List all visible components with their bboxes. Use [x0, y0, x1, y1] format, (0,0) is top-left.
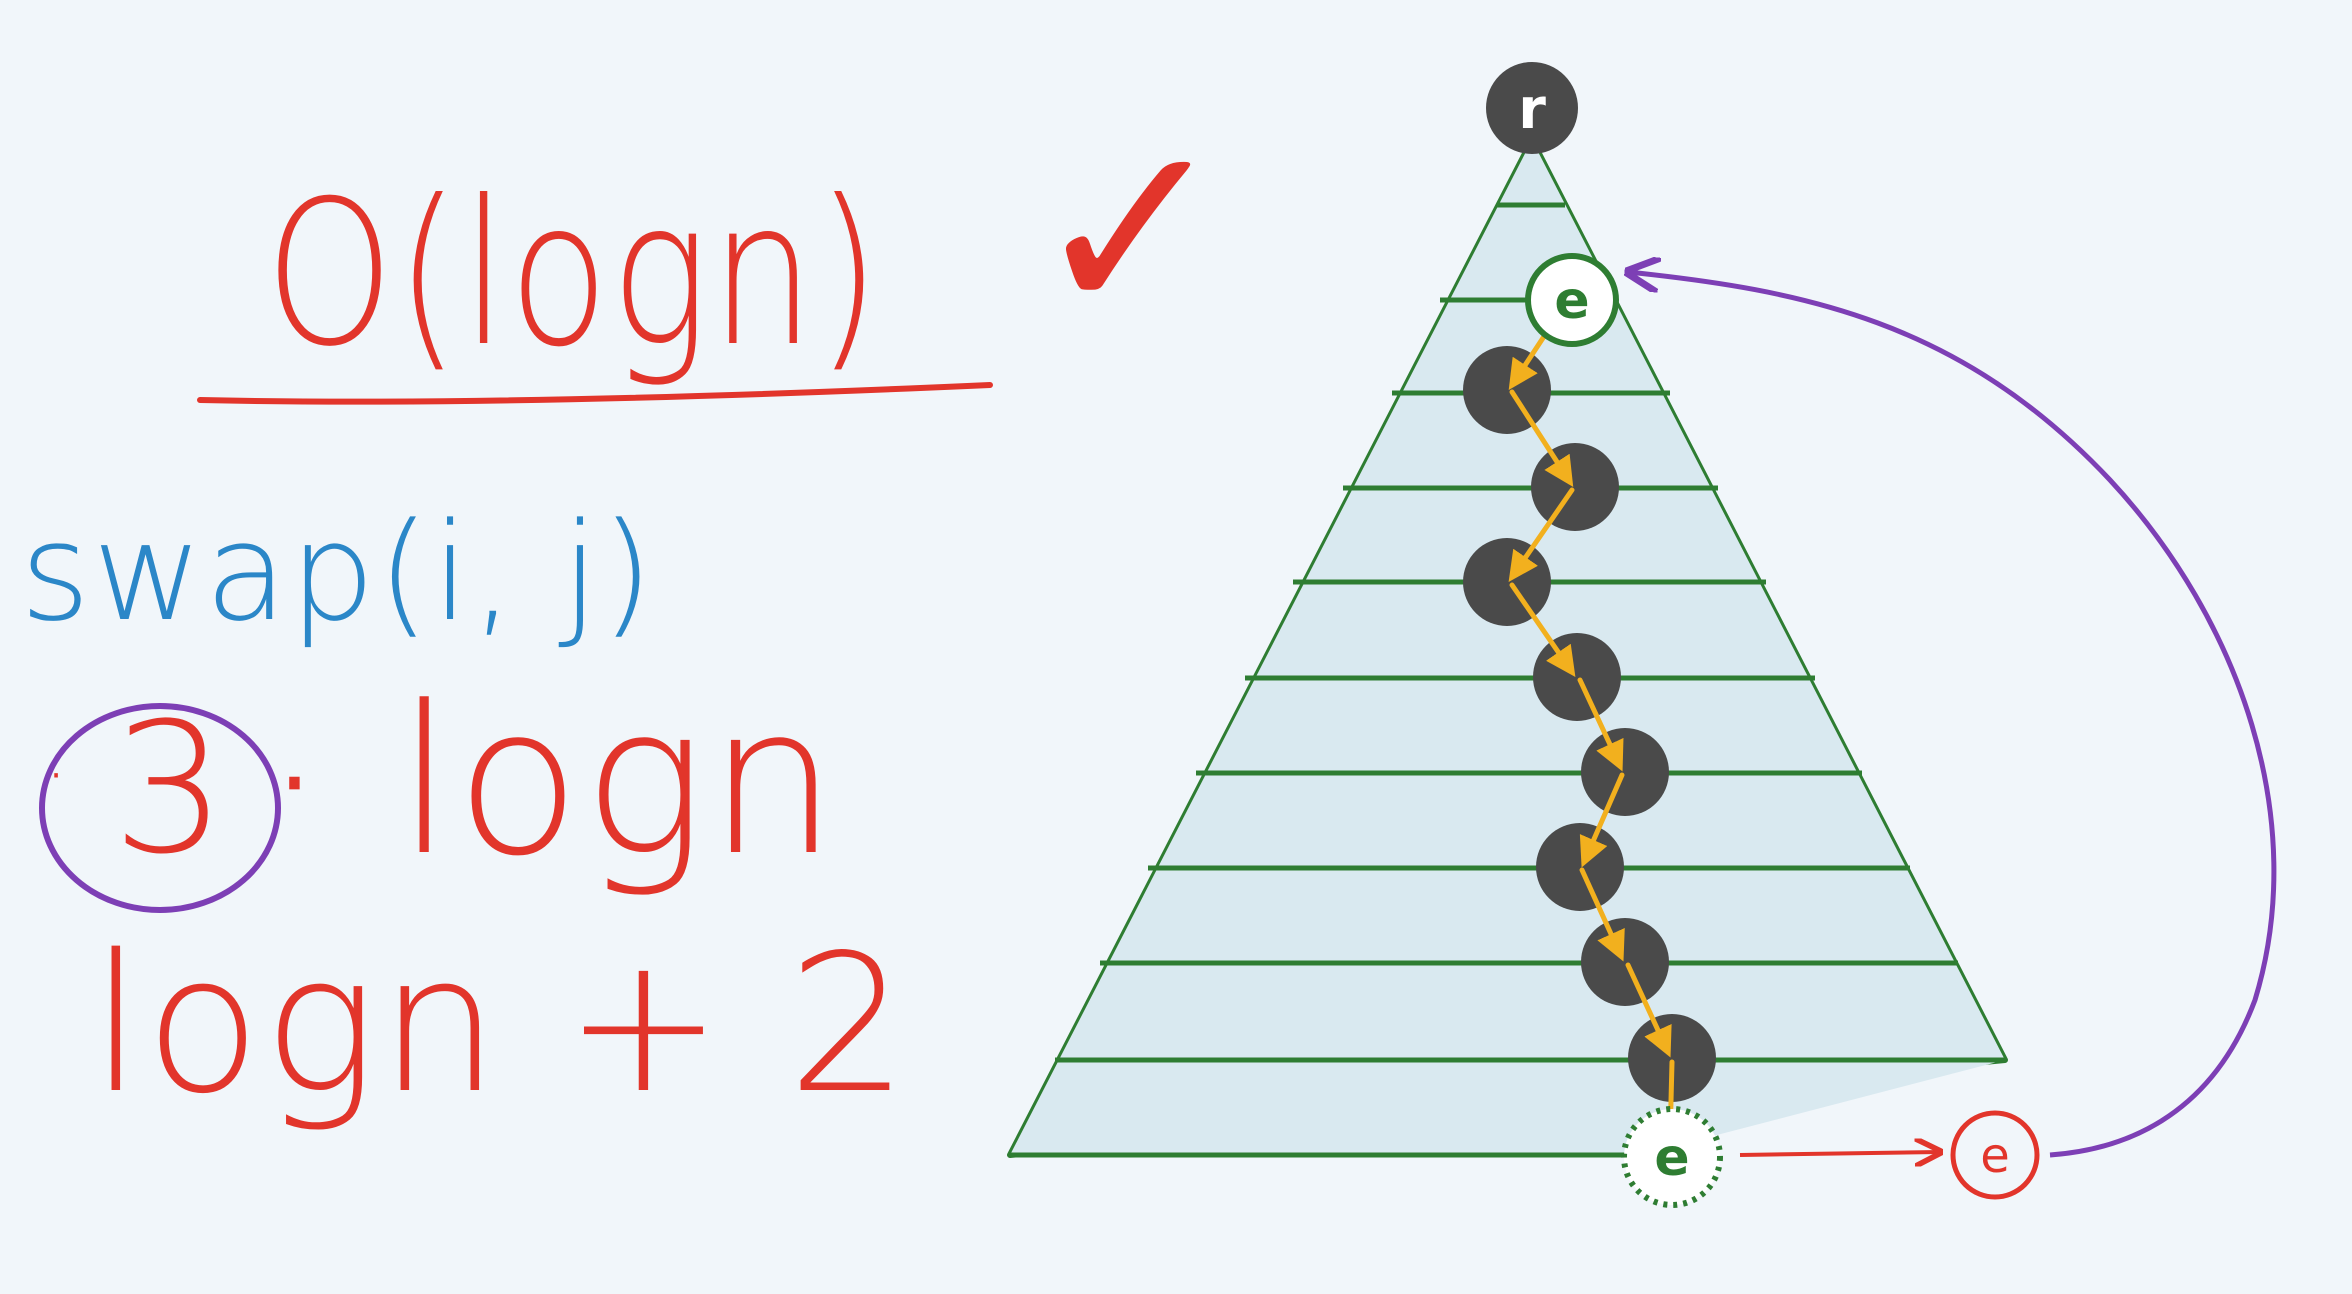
path-node [1531, 443, 1619, 531]
path-arrow [1509, 389, 1574, 488]
times-logn-text: · logn [262, 663, 840, 901]
path-arrow [1579, 772, 1625, 868]
swap-ij-text: swap(i, j) [20, 494, 656, 651]
path-node [1463, 346, 1551, 434]
path-arrow [1509, 582, 1576, 677]
move-back-arrow [1628, 272, 2277, 1158]
path-arrow [1625, 962, 1672, 1058]
heap-triangle-fill [1010, 140, 2005, 1155]
path-node [1463, 538, 1551, 626]
big-o-underline [197, 382, 993, 405]
logn-plus-2-text: logn + 2 [90, 914, 911, 1135]
circled-three-dot: · [45, 734, 70, 816]
element-node-label: e [1554, 271, 1589, 331]
big-o-logn-text: O(logn) [265, 158, 882, 391]
path-node [1581, 918, 1669, 1006]
path-arrow [1508, 487, 1575, 582]
moved-element-node-label: e [1654, 1128, 1689, 1188]
root-node-label: r [1518, 77, 1546, 142]
remove-arrow [1739, 1152, 1940, 1155]
circled-three-text: 3 [112, 685, 229, 894]
checkmark-icon: ✓ [1030, 90, 1234, 370]
end-element-node: e [1950, 1110, 2040, 1200]
path-arrows [1508, 297, 1686, 1146]
root-node: r [1486, 62, 1578, 154]
path-arrow [1579, 867, 1625, 962]
path-node [1536, 823, 1624, 911]
path-arrow [1577, 677, 1624, 772]
three-circle [39, 703, 281, 913]
moved-element-node: e [1621, 1106, 1723, 1208]
path-node [1533, 633, 1621, 721]
element-node: e [1525, 253, 1619, 347]
path-node [1581, 728, 1669, 816]
end-element-node-label: e [1980, 1128, 2010, 1184]
